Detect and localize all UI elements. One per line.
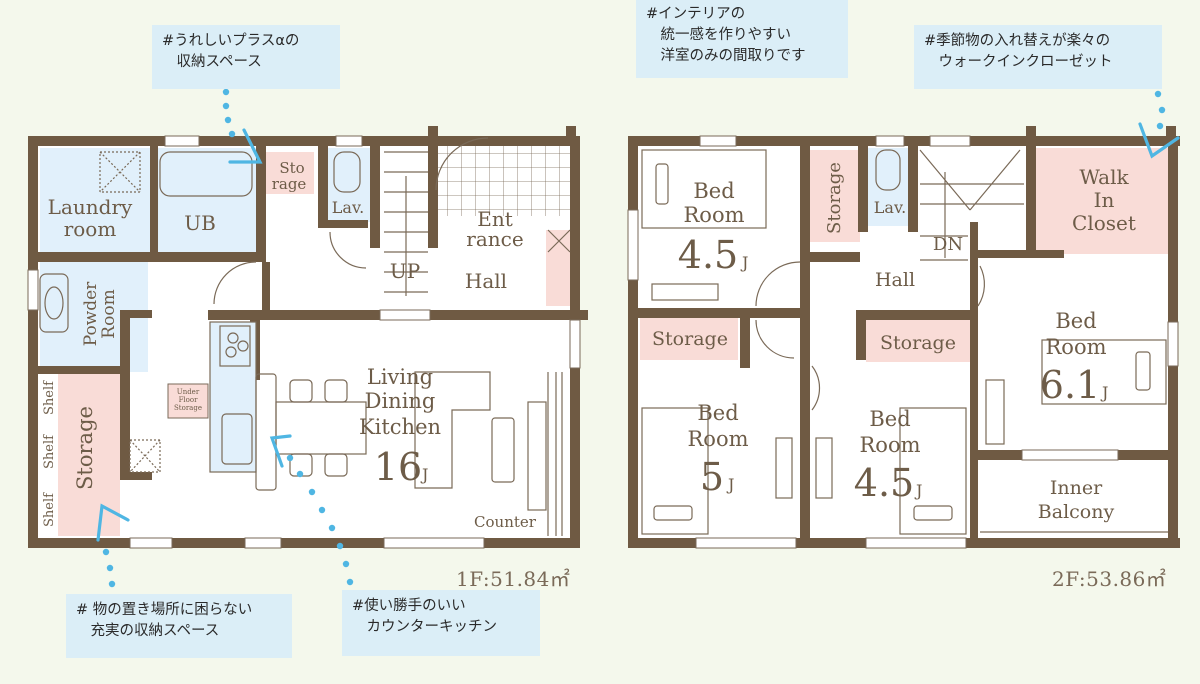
unit-bath: [156, 148, 256, 252]
hall-2f-label: Hall: [875, 269, 915, 291]
shelf-label-1: Shelf: [42, 380, 57, 415]
laundry-label: Laundry: [48, 195, 133, 219]
genkan-tile: [438, 138, 574, 216]
storage-vertical: [808, 150, 860, 242]
callout-plus-alpha-storage: #うれしいプラスαの 収納スペース: [152, 25, 340, 89]
laundry-label-2: room: [64, 217, 117, 241]
ldk-size: 16: [374, 445, 422, 489]
bed3-size: 4.5: [854, 461, 914, 505]
laundry-room: [40, 148, 150, 254]
under-floor-label-2: Floor: [179, 396, 199, 404]
dn-label: DN: [933, 234, 963, 255]
wic-label-3: Closet: [1072, 211, 1136, 235]
under-floor-storage: [167, 383, 209, 419]
bed1-unit: J: [740, 253, 748, 272]
bed3-label: Bed: [869, 407, 910, 431]
callout-walk-in-closet: #季節物の入れ替えが楽々の ウォークインクローゼット: [914, 25, 1162, 89]
bed1-size: 4.5: [678, 233, 738, 277]
hall-label: Hall: [465, 269, 507, 293]
storage-a-label: Storage: [652, 328, 728, 350]
storage-small: [264, 152, 314, 194]
callout-storage-space: # 物の置き場所に困らない 充実の収納スペース: [66, 594, 292, 658]
bed3-label-2: Room: [859, 433, 920, 457]
floor2-plan: [627, 126, 1180, 549]
walk-in-closet: [1036, 148, 1170, 254]
room-labels: Laundry room UB Sto rage Lav. Ent rance …: [42, 159, 1136, 531]
storage-a: [640, 318, 738, 360]
balcony-label-2: Balcony: [1038, 501, 1115, 523]
bed3-unit: J: [914, 481, 922, 500]
entrance-label: Ent: [477, 207, 513, 231]
bed4-unit: J: [1100, 383, 1108, 402]
storage-small-label-2: rage: [272, 175, 307, 193]
counter-label: Counter: [474, 513, 537, 531]
bed2-size: 5: [700, 455, 724, 499]
toilet-lav: [326, 148, 370, 222]
powder-label-2: Room: [99, 289, 119, 338]
balcony-label: Inner: [1050, 477, 1103, 499]
storage-v-label: Storage: [824, 162, 845, 234]
floor1-area: 1F:51.84㎡: [456, 567, 571, 591]
under-floor-label: Under: [177, 388, 200, 396]
ldk-label: Living: [367, 365, 433, 389]
bed1-label: Bed: [693, 179, 734, 203]
shelf-label-2: Shelf: [42, 434, 57, 469]
up-label: UP: [390, 259, 420, 283]
bed4-label: Bed: [1055, 309, 1096, 333]
entrance-label-2: rance: [466, 227, 523, 251]
storage-left-label: Storage: [73, 406, 97, 490]
ldk-label-2: Dining: [365, 389, 436, 413]
wic-label: Walk: [1079, 165, 1129, 189]
toilet-lav-2f: [868, 148, 910, 226]
wic-label-2: In: [1094, 188, 1115, 212]
bed1-label-2: Room: [683, 203, 744, 227]
callout-counter-kitchen: #使い勝手のいい カウンターキッチン: [342, 590, 540, 656]
powder-label: Powder: [81, 281, 101, 346]
bed4-label-2: Room: [1045, 335, 1106, 359]
lav-2f-label: Lav.: [874, 198, 906, 217]
ldk-unit: J: [420, 465, 428, 484]
lav-label: Lav.: [332, 198, 364, 217]
bed2-label: Bed: [697, 401, 738, 425]
bed2-label-2: Room: [687, 427, 748, 451]
storage-b: [866, 320, 970, 362]
storage-b-label: Storage: [880, 332, 956, 354]
bed2-unit: J: [726, 475, 734, 494]
floor2-area: 2F:53.86㎡: [1052, 567, 1167, 591]
bed4-size: 6.1: [1040, 363, 1100, 407]
shelf-label-3: Shelf: [42, 492, 57, 527]
ub-label: UB: [184, 211, 216, 235]
callout-interior-unity: #インテリアの 統一感を作りやすい 洋室のみの間取りです: [636, 0, 848, 78]
storage-small-label: Sto: [279, 159, 304, 177]
under-floor-label-3: Storage: [174, 404, 202, 412]
ldk-label-3: Kitchen: [359, 415, 441, 439]
floor1-plan: [27, 126, 588, 549]
